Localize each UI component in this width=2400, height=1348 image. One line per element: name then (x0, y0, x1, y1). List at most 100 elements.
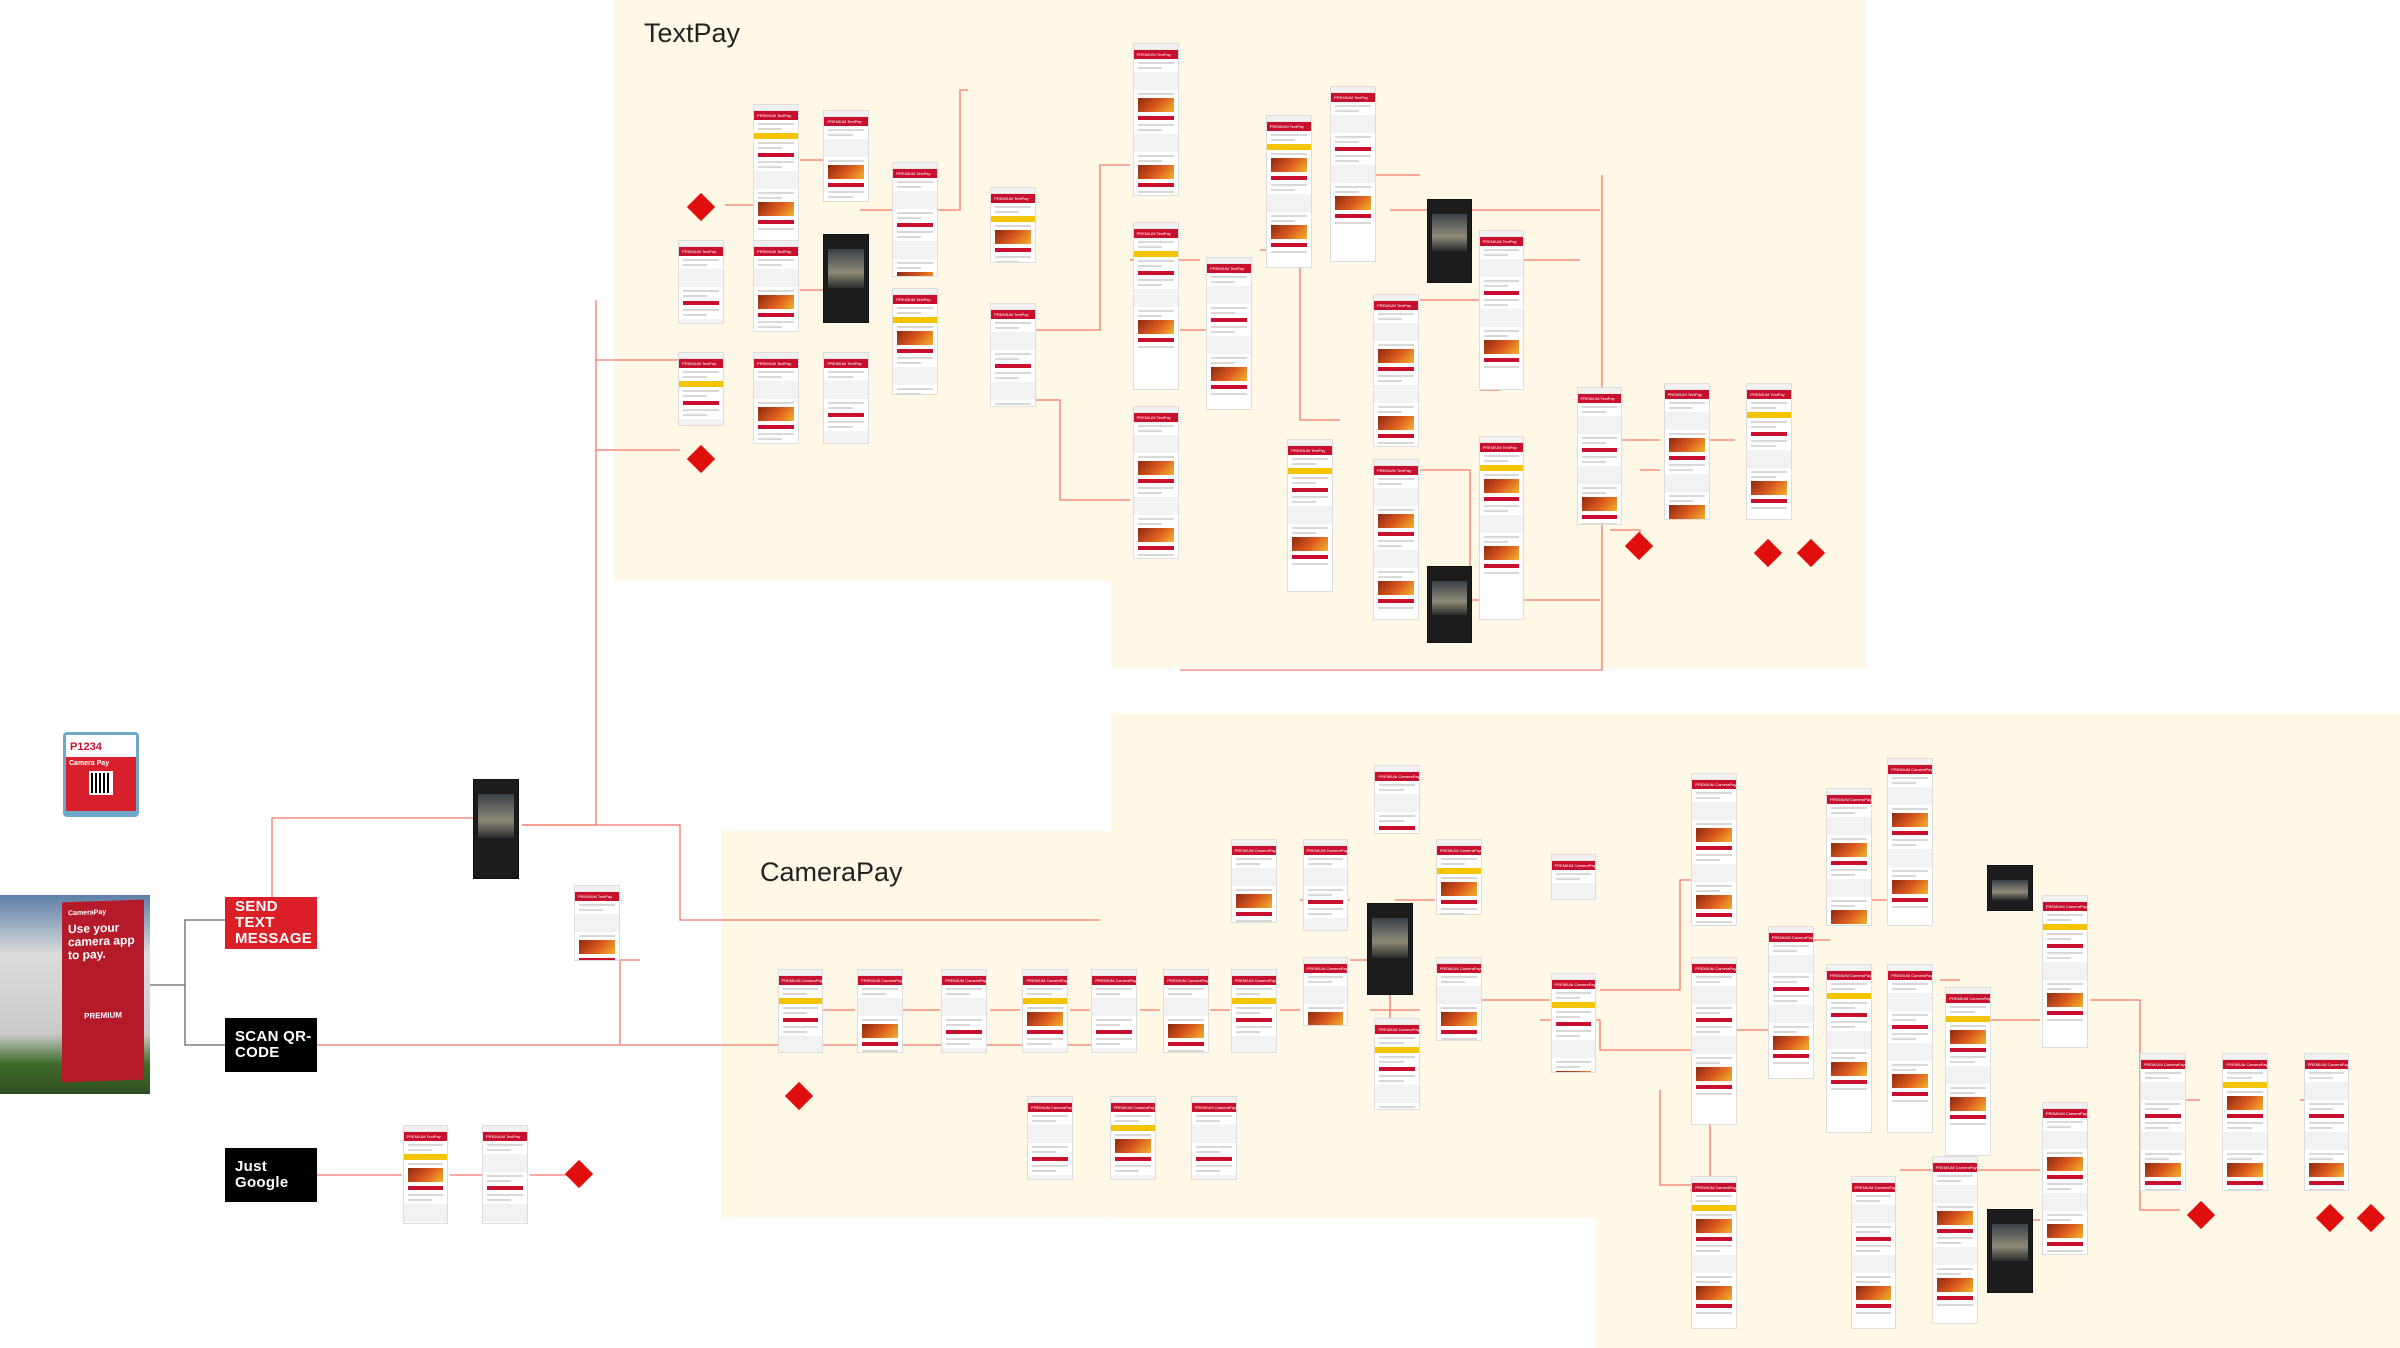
screen-content (1483, 279, 1520, 282)
browser-url-bar (1373, 460, 1418, 467)
camera-screen-mockup (1986, 1209, 2033, 1294)
browser-url-bar (2042, 1103, 2087, 1110)
screen-content (1855, 1249, 1880, 1252)
screen-content (2308, 1108, 2333, 1111)
screen-content (1335, 154, 1371, 157)
screen-content (1168, 992, 1193, 995)
screen-content (487, 1194, 524, 1196)
textpay-screen-mockup: PREMIUM TextPay (990, 303, 1037, 408)
screen-content (1096, 992, 1121, 995)
screen-content (1379, 1055, 1416, 1058)
screen-content (1555, 878, 1580, 881)
screen-content (1335, 109, 1360, 112)
screen-content (942, 997, 987, 1016)
screen-content (942, 1047, 987, 1053)
screen-content (2046, 988, 2071, 991)
screen-content (1092, 1047, 1137, 1053)
screen-content (1483, 460, 1508, 463)
screen-content (1331, 164, 1375, 183)
screen-content (1307, 912, 1332, 915)
screen-content (2144, 1072, 2181, 1075)
screen-content (1436, 985, 1481, 1004)
screen-content (1479, 308, 1524, 327)
screen-content (1772, 1031, 1797, 1034)
screen-content (1377, 405, 1414, 408)
screen-content (1692, 1035, 1737, 1054)
premium-header: PREMIUM TextPay (1373, 466, 1418, 476)
screen-content (1027, 1037, 1064, 1040)
screen-content (1831, 1080, 1867, 1085)
screen-content (782, 1011, 807, 1014)
screen-content (1483, 334, 1508, 337)
browser-url-bar (1373, 294, 1418, 301)
screen-content (758, 371, 794, 374)
screen-content (1892, 879, 1929, 894)
textpay-screen-mockup: PREMIUM TextPay (678, 352, 724, 426)
browser-url-bar (403, 1126, 448, 1132)
browser-url-bar (1231, 969, 1276, 976)
screen-content (1855, 1236, 1892, 1241)
screen-content (1483, 536, 1520, 539)
camerapay-screen-mockup: PREMIUM CameraPay (1302, 838, 1349, 931)
screen-content (2046, 1219, 2071, 1222)
screen-content (1377, 571, 1414, 574)
screen-content (1377, 540, 1414, 543)
screen-content (1137, 278, 1174, 281)
screen-content (2144, 1153, 2181, 1156)
screen-content (1137, 97, 1174, 112)
screen-content (407, 1199, 432, 1201)
screen-content (1751, 506, 1788, 509)
premium-header: PREMIUM CameraPay (1692, 779, 1736, 789)
screen-content (1288, 506, 1333, 525)
screen-content (1137, 92, 1174, 95)
screen-content (1892, 1064, 1929, 1067)
premium-header: PREMIUM CameraPay (1375, 772, 1419, 782)
premium-header: PREMIUM TextPay (679, 247, 723, 257)
screen-content (1168, 1018, 1205, 1021)
send-text-message-node[interactable]: SEND TEXT MESSAGE (225, 897, 317, 949)
screen-content (1581, 456, 1618, 459)
screen-content (862, 987, 899, 990)
textpay-screen-mockup: PREMIUM TextPay (482, 1125, 529, 1225)
screen-content (897, 181, 934, 184)
screen-content (1483, 365, 1520, 368)
screen-content (758, 259, 794, 262)
screen-content (487, 1149, 512, 1151)
screen-content (578, 934, 615, 937)
screen-content (1692, 863, 1737, 882)
screen-content (1137, 245, 1162, 248)
screen-content (2046, 938, 2071, 941)
screen-content (1235, 987, 1272, 990)
screen-content (946, 992, 971, 995)
screen-content (1231, 997, 1276, 1004)
camera-screen-mockup (1986, 864, 2033, 911)
screen-content (828, 165, 865, 180)
screen-content (1231, 1035, 1276, 1053)
screen-content (1932, 1184, 1977, 1203)
screen-content (758, 402, 794, 405)
screen-content (1831, 812, 1856, 815)
screen-content (1936, 1205, 1973, 1208)
browser-url-bar (1827, 965, 1871, 972)
screen-content (1137, 455, 1174, 458)
just-google-node[interactable]: Just Google (225, 1148, 317, 1202)
screen-content (995, 403, 1032, 406)
screen-content (758, 326, 783, 329)
screen-content (1211, 312, 1236, 315)
premium-header: PREMIUM TextPay (574, 891, 619, 901)
screen-content (1137, 190, 1174, 193)
screen-content (1032, 1114, 1068, 1117)
screen-content (758, 197, 783, 200)
scan-qr-code-node[interactable]: SCAN QR-CODE (225, 1018, 317, 1072)
screen-content (483, 1204, 528, 1222)
screen-content (2308, 1158, 2333, 1161)
screen-content (995, 322, 1032, 325)
screen-content (2304, 1082, 2349, 1101)
textpay-screen-mockup: PREMIUM TextPay (1132, 221, 1179, 391)
screen-content (1270, 157, 1307, 172)
screen-content (828, 129, 865, 132)
screen-content (1696, 1084, 1733, 1089)
browser-url-bar (1747, 383, 1792, 390)
screen-content (991, 215, 1036, 222)
screen-content (1855, 1230, 1880, 1233)
